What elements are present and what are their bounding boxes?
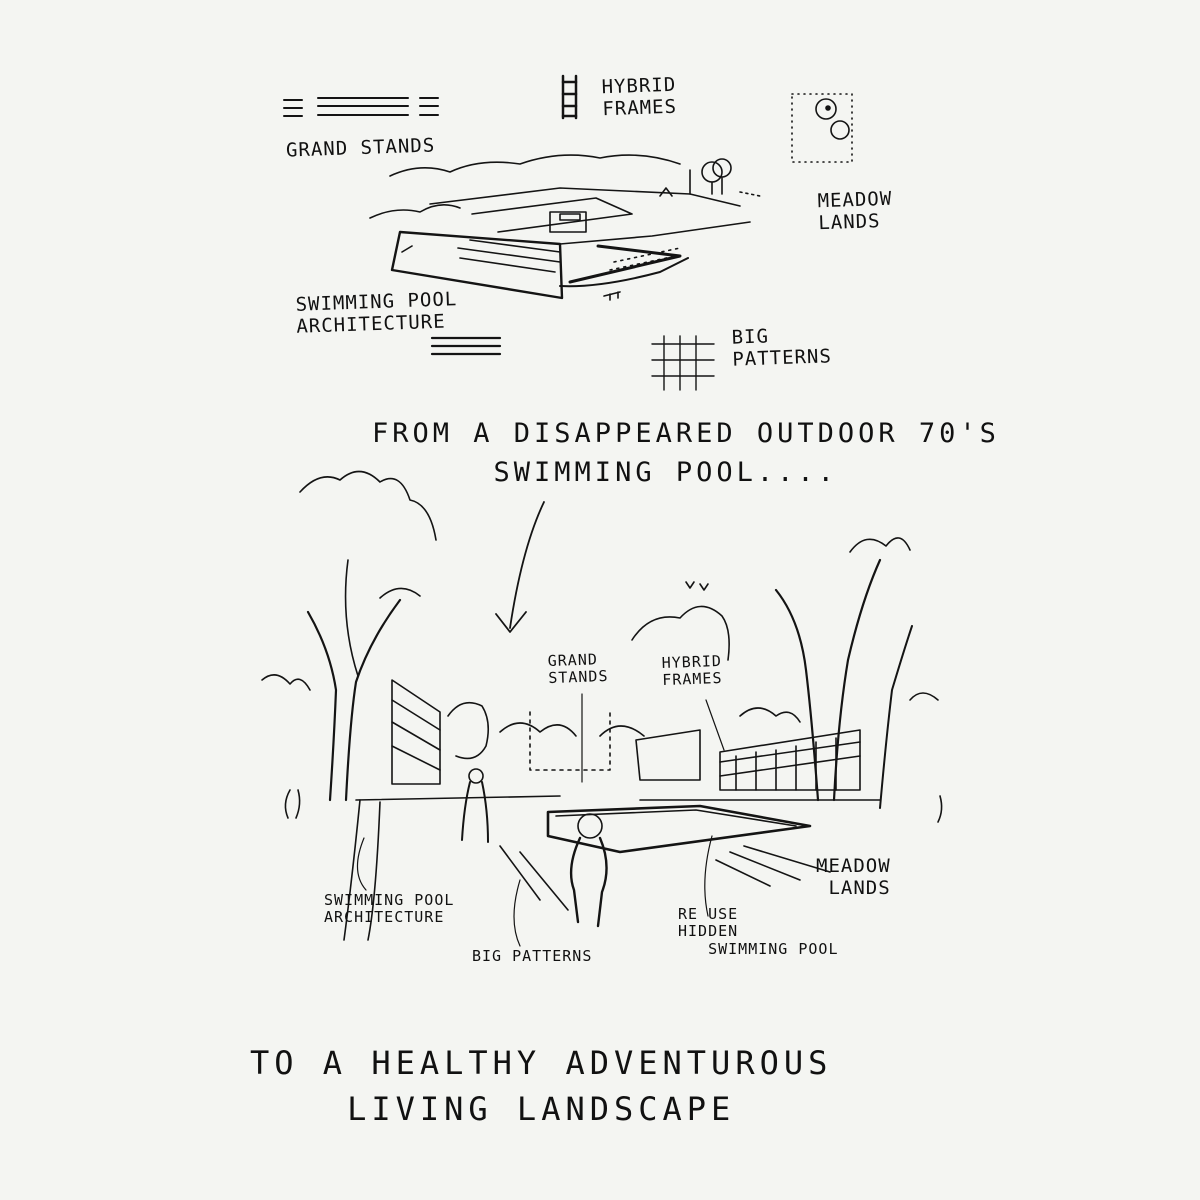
aerial-pool-sketch (369, 154, 761, 301)
label-meadow-lands: MEADOW LANDS (817, 187, 893, 235)
perspective-sketch (261, 470, 943, 947)
perspective-label-meadow-lands: MEADOW LANDS (816, 855, 891, 899)
label-pool-architecture: SWIMMING POOL ARCHITECTURE (295, 288, 458, 338)
legend-big-patterns-icon (651, 335, 715, 391)
perspective-label-reuse-pool: RE USE HIDDEN SWIMMING POOL (678, 905, 839, 958)
label-big-patterns: BIG PATTERNS (731, 325, 833, 371)
perspective-label-grandstands: GRAND STANDS (547, 650, 609, 688)
perspective-label-pool-architecture: SWIMMING POOL ARCHITECTURE (324, 891, 455, 927)
legend-hybrid-frame-icon (561, 74, 578, 120)
perspective-label-big-patterns: BIG PATTERNS (472, 947, 593, 965)
legend-grandstands-icon (283, 97, 439, 117)
perspective-label-hybrid-frames: HYBRID FRAMES (661, 651, 723, 690)
headline-from: FROM A DISAPPEARED OUTDOOR 70's SWIMMING… (372, 418, 1000, 489)
arrow-sketch (495, 501, 545, 633)
legend-meadow-icon (791, 93, 853, 163)
legend-pool-architecture-icon (430, 336, 502, 356)
headline-to: TO A HEALTHY ADVENTUROUS LIVING LANDSCAP… (250, 1044, 833, 1129)
label-hybrid-frames: HYBRID FRAMES (601, 73, 678, 121)
